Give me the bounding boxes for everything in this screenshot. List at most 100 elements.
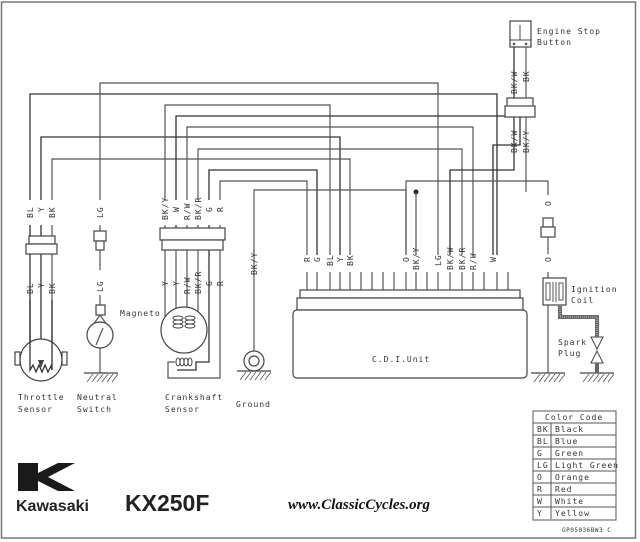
wire-label: O bbox=[544, 200, 553, 206]
magneto-connector-top bbox=[159, 227, 226, 241]
wire-label: BK/Y bbox=[522, 130, 531, 153]
crankshaft-label-2: Sensor bbox=[165, 405, 200, 414]
legend-code: Y bbox=[537, 509, 543, 518]
cdi-pins bbox=[306, 272, 509, 290]
legend-color-name: Green bbox=[555, 449, 584, 458]
throttle-label-1: Throttle bbox=[18, 393, 65, 402]
wire-label: BK/R bbox=[194, 271, 203, 294]
wire-label: Y bbox=[37, 206, 46, 212]
legend-title: Color Code bbox=[545, 413, 603, 422]
wire-harness bbox=[29, 82, 549, 355]
wire-label: W bbox=[489, 256, 498, 262]
wire-throttle-bk bbox=[51, 158, 351, 255]
neutral-plug bbox=[95, 304, 106, 316]
switch-terminal bbox=[512, 42, 516, 46]
throttle-mount bbox=[61, 351, 68, 366]
spark-plug-upper-icon bbox=[590, 336, 604, 351]
wire-label: LG bbox=[96, 206, 105, 218]
legend-code: BL bbox=[537, 437, 549, 446]
wire-magneto-r bbox=[219, 180, 308, 255]
legend-color-name: White bbox=[555, 497, 584, 506]
wire-label: R bbox=[303, 256, 312, 262]
legend-code: G bbox=[537, 449, 543, 458]
engine-stop-connector-base bbox=[504, 105, 536, 118]
legend-color-name: Light Green bbox=[555, 461, 619, 470]
wire-label: G bbox=[205, 280, 214, 286]
wire-label: R bbox=[216, 206, 225, 212]
cdi-label: C.D.I.Unit bbox=[372, 355, 430, 364]
wiper-arrow-icon bbox=[38, 360, 44, 368]
magneto-label: Magneto bbox=[120, 309, 161, 318]
wire-magneto-rw bbox=[186, 126, 474, 255]
engine-stop-label-1: Engine Stop bbox=[537, 27, 601, 36]
wire-label: O bbox=[402, 256, 411, 262]
wire-label: R bbox=[216, 280, 225, 286]
wire-label: BK/W bbox=[510, 130, 519, 153]
wire-label: Y bbox=[172, 280, 181, 286]
legend-color-name: Red bbox=[555, 485, 572, 494]
legend-code: R bbox=[537, 485, 543, 494]
wire-label: BK/Y bbox=[250, 252, 259, 275]
wire-label: BK/W bbox=[510, 71, 519, 94]
wire-label: BL bbox=[26, 282, 35, 294]
throttle-connector-bottom bbox=[25, 243, 58, 255]
ignition-coil: Ignition Coil Spark Plug bbox=[540, 217, 617, 373]
wire-label: BL bbox=[26, 206, 35, 218]
switch-terminal bbox=[524, 42, 528, 46]
engine-stop-wire-labels: BK/W BK BK/W BK/Y bbox=[510, 70, 531, 153]
wire-magneto-w bbox=[175, 115, 521, 255]
ground-symbol-icon bbox=[580, 372, 615, 383]
ignition-connector-bottom bbox=[540, 226, 556, 238]
legend-code: W bbox=[537, 497, 543, 506]
wire-throttle-y bbox=[40, 136, 341, 255]
cdi-unit: C.D.I.Unit bbox=[292, 272, 528, 379]
wire-label: Y bbox=[336, 256, 345, 262]
legend-border bbox=[532, 410, 617, 521]
crankshaft-coil-icon bbox=[175, 357, 193, 367]
wire-label: W bbox=[172, 206, 181, 212]
ground-symbol-icon bbox=[531, 372, 566, 383]
legend-code: LG bbox=[537, 461, 549, 470]
magneto-coil-icon bbox=[172, 315, 196, 329]
crankshaft-sensor: Magneto Crankshaft Sensor bbox=[120, 225, 226, 414]
wire-label: BK/W bbox=[446, 247, 455, 270]
engine-stop-label-2: Button bbox=[537, 38, 572, 47]
cdi-wire-labels: R G BL Y BK O BK/Y LG BK/W BK/R R/W W bbox=[303, 247, 498, 270]
crankshaft-label-1: Crankshaft bbox=[165, 393, 223, 402]
wire-magneto-bky bbox=[164, 104, 331, 255]
legend-color-name: Blue bbox=[555, 437, 578, 446]
ignition-connector-top bbox=[542, 217, 554, 228]
legend-code: O bbox=[537, 473, 543, 482]
legend-color-name: Yellow bbox=[555, 509, 590, 518]
spark-label-1: Spark bbox=[558, 338, 587, 347]
neutral-connector-top bbox=[93, 230, 107, 242]
wire-label: O bbox=[544, 256, 553, 262]
neutral-label-2: Switch bbox=[77, 405, 112, 414]
wire-label: BK/R bbox=[458, 247, 467, 270]
cdi-connector-bottom bbox=[296, 297, 524, 311]
wire-label: BK/Y bbox=[161, 197, 170, 220]
wire-label: Y bbox=[161, 280, 170, 286]
wire-throttle-bl bbox=[29, 93, 498, 255]
high-tension-lead-pattern bbox=[559, 305, 598, 337]
wire-label: BK/R bbox=[194, 197, 203, 220]
wire-magneto-g bbox=[208, 169, 318, 255]
wire-stop-bkw bbox=[449, 150, 515, 255]
neutral-label-1: Neutral bbox=[77, 393, 118, 402]
wire-label: BK/Y bbox=[412, 247, 421, 270]
figure-code: GP05036BW3 C bbox=[562, 527, 611, 534]
brand-name: Kawasaki bbox=[16, 498, 89, 515]
throttle-wire-labels: BL Y BK BL Y BK bbox=[26, 206, 57, 294]
wire-label: R/W bbox=[183, 203, 192, 220]
legend-color-name: Orange bbox=[555, 473, 590, 482]
legend-code: BK bbox=[537, 425, 549, 434]
cdi-body bbox=[292, 309, 528, 379]
potentiometer-icon bbox=[29, 300, 53, 374]
throttle-connector-top bbox=[28, 235, 56, 245]
wire-label: BK bbox=[48, 206, 57, 218]
throttle-sensor: Throttle Sensor bbox=[14, 225, 68, 414]
ground-symbol-icon bbox=[84, 372, 119, 383]
wire-magneto-bkr bbox=[197, 148, 463, 255]
